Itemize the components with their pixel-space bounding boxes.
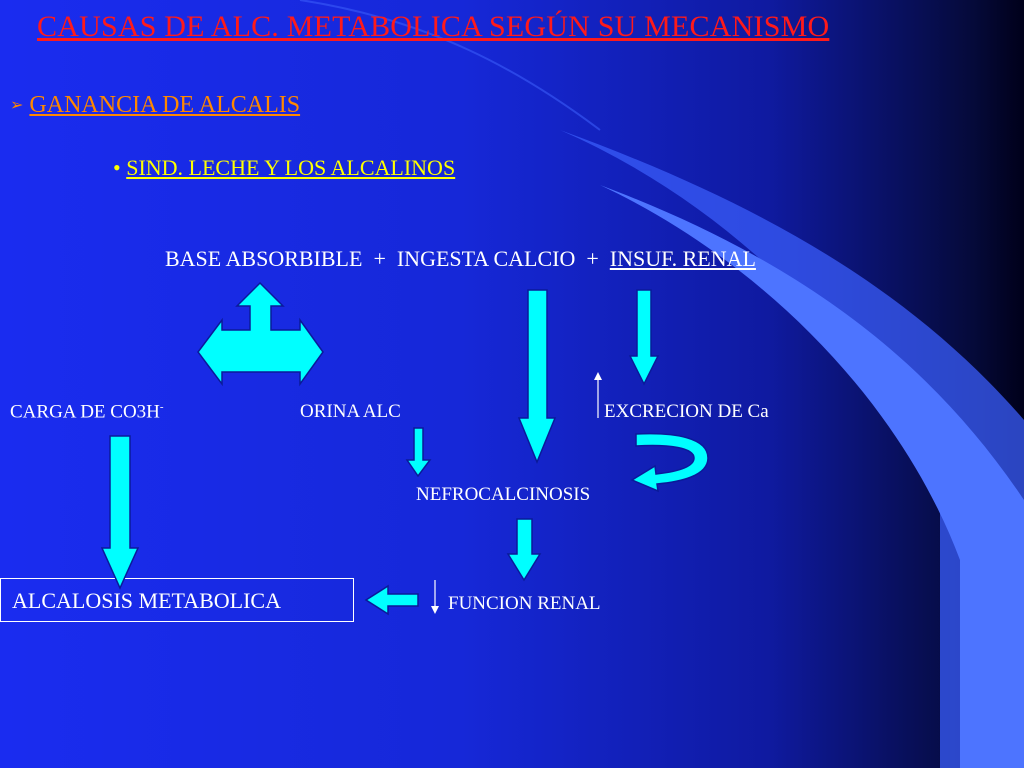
down-arrow-orina-icon	[405, 427, 432, 478]
carga-text: CARGA DE CO3H	[10, 401, 160, 423]
label-excrecion-ca: EXCRECION DE Ca	[604, 401, 769, 422]
label-carga: CARGA DE CO3H-	[10, 401, 164, 423]
alcalosis-box	[0, 578, 354, 622]
arrow-bullet-icon: ➢	[10, 97, 24, 114]
carga-superscript: -	[159, 401, 164, 413]
plus-sign: +	[373, 246, 386, 271]
subheading-label: SIND. LECHE Y LOS ALCALINOS	[126, 155, 456, 180]
bullet-dot: •	[113, 155, 121, 180]
label-alcalosis-metabolica: ALCALOSIS METABOLICA	[12, 588, 281, 613]
equation-line: BASE ABSORBIBLE + INGESTA CALCIO + INSUF…	[165, 246, 756, 272]
down-arrow-insuf-icon	[628, 289, 660, 386]
label-funcion-renal: FUNCION RENAL	[448, 593, 601, 614]
down-arrow-nefro-icon	[506, 518, 542, 582]
curved-arrow-icon	[630, 432, 709, 493]
slide-title: CAUSAS DE ALC. METABOLICA SEGÚN SU MECAN…	[37, 10, 830, 43]
heading-label: GANANCIA DE ALCALIS	[29, 92, 301, 118]
term-ingesta-calcio: INGESTA CALCIO	[396, 246, 576, 271]
three-way-arrow-icon	[197, 281, 324, 387]
down-arrow-carga-icon	[100, 435, 140, 590]
subheading-sind-leche: • SIND. LECHE Y LOS ALCALINOS	[113, 155, 455, 181]
down-arrow-ingesta-icon	[517, 289, 557, 464]
label-nefrocalcinosis: NEFROCALCINOSIS	[416, 484, 591, 505]
heading-ganancia: ➢ GANANCIA DE ALCALIS	[10, 92, 300, 119]
term-insuf-renal: INSUF. RENAL	[609, 246, 756, 271]
label-orina-alc: ORINA ALC	[300, 401, 401, 422]
plus-sign: +	[586, 246, 599, 271]
left-arrow-funcion-icon	[364, 584, 419, 616]
term-base-absorbible: BASE ABSORBIBLE	[165, 246, 363, 271]
